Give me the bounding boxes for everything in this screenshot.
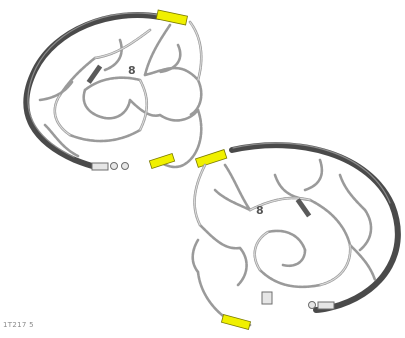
lower-right-chain: 8 [193, 143, 398, 329]
fastening-clip-icon [195, 150, 226, 168]
tensioner-hook-icon [318, 302, 334, 309]
hook-mark: 8 [128, 64, 136, 77]
hook-mark: 8 [256, 204, 264, 217]
upper-chain-mesh [40, 22, 201, 167]
upper-left-chain: 8 [26, 10, 201, 170]
fastening-clip-icon [156, 10, 187, 25]
fastening-clip-icon [221, 315, 250, 330]
figure-reference-code: 1T217 5 [3, 321, 34, 329]
tensioner-hook-icon [92, 163, 108, 170]
